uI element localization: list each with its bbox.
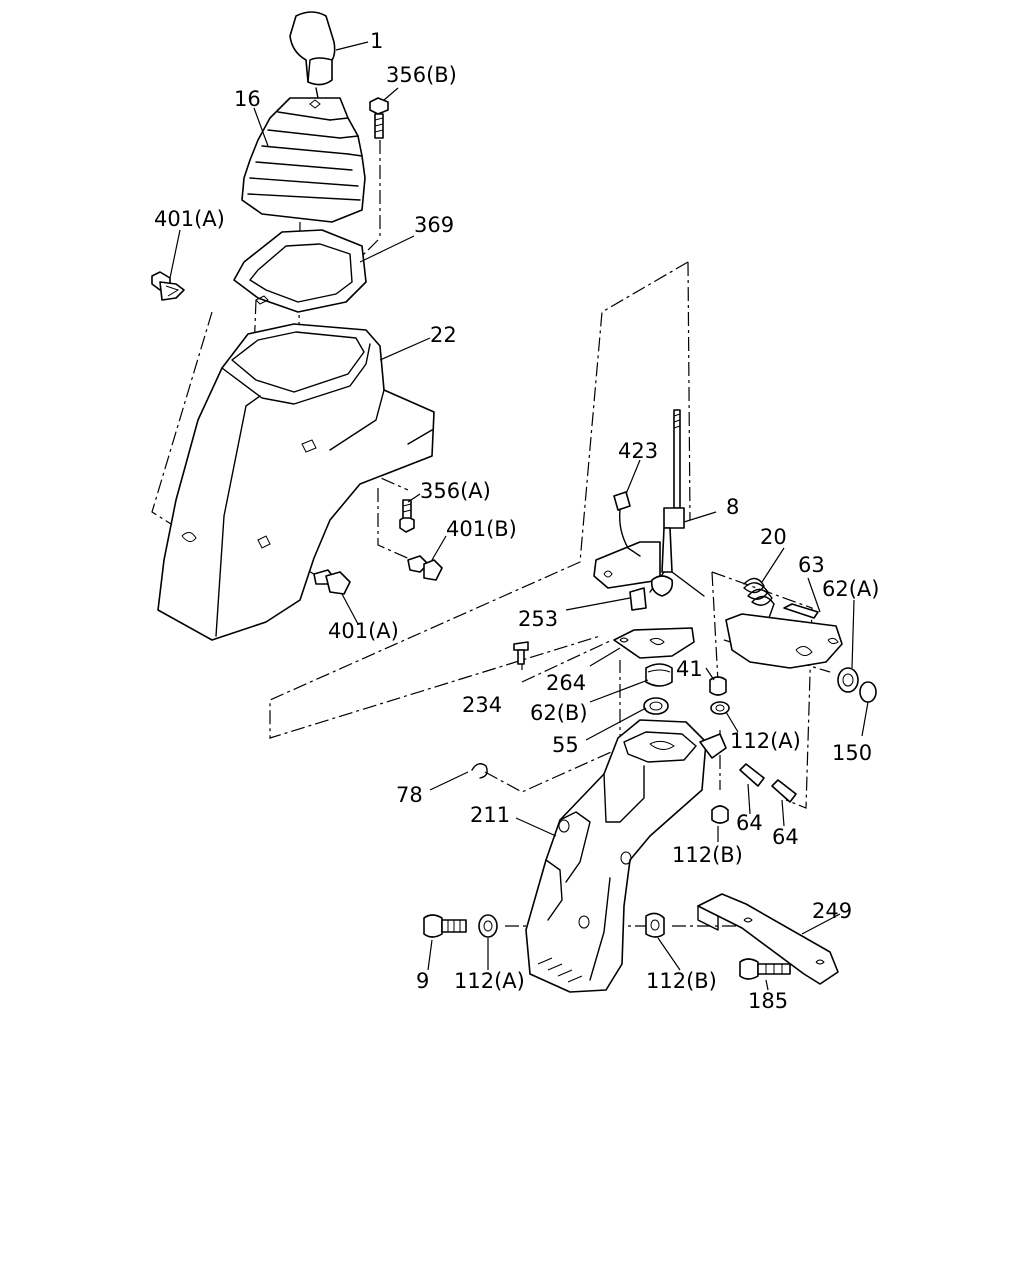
callout-369: 369 bbox=[414, 213, 454, 237]
callout-401a-bottom: 401(A) bbox=[328, 619, 399, 643]
callout-20: 20 bbox=[760, 525, 787, 549]
washer-112a-right bbox=[710, 701, 730, 715]
boot-retainer-ring bbox=[233, 229, 367, 313]
callout-8: 8 bbox=[726, 495, 739, 519]
center-console bbox=[157, 323, 435, 641]
pin-64-left bbox=[739, 763, 765, 787]
shift-knob bbox=[289, 11, 336, 99]
callout-264: 264 bbox=[546, 671, 586, 695]
callout-356a: 356(A) bbox=[420, 479, 491, 503]
bolt-185 bbox=[739, 958, 791, 980]
callout-112b-bottom: 112(B) bbox=[646, 969, 717, 993]
bolt-9 bbox=[423, 914, 467, 938]
callout-401b: 401(B) bbox=[446, 517, 517, 541]
shift-lever-boot bbox=[241, 97, 366, 223]
select-lever-63 bbox=[725, 603, 843, 669]
callout-78: 78 bbox=[396, 783, 423, 807]
callout-356b: 356(B) bbox=[386, 63, 457, 87]
callout-62a: 62(A) bbox=[822, 577, 879, 601]
seal-ring-55 bbox=[643, 697, 669, 715]
callout-423: 423 bbox=[618, 439, 658, 463]
callout-41: 41 bbox=[676, 657, 703, 681]
washer-112a-bottom bbox=[478, 914, 498, 938]
clip-401b bbox=[407, 555, 443, 581]
callout-234: 234 bbox=[462, 693, 502, 717]
callout-150: 150 bbox=[832, 741, 872, 765]
clip-401a-top bbox=[151, 271, 185, 301]
callout-9: 9 bbox=[416, 969, 429, 993]
callout-62b: 62(B) bbox=[530, 701, 588, 725]
screw-234 bbox=[513, 641, 529, 665]
bushing-41 bbox=[709, 676, 727, 696]
callout-211: 211 bbox=[470, 803, 510, 827]
plate-264 bbox=[613, 627, 695, 659]
callout-112b-right: 112(B) bbox=[672, 843, 743, 867]
callout-112a-bottom: 112(A) bbox=[454, 969, 525, 993]
callout-112a-right: 112(A) bbox=[730, 729, 801, 753]
retainer-clip-78 bbox=[471, 763, 488, 779]
grommet-62b bbox=[645, 663, 673, 687]
callout-253: 253 bbox=[518, 607, 558, 631]
callout-185: 185 bbox=[748, 989, 788, 1013]
bolt-356a bbox=[399, 499, 415, 533]
callout-labels: 1 356(B) 16 401(A) 369 22 356(A) 401(B) … bbox=[154, 29, 879, 1013]
callout-249: 249 bbox=[812, 899, 852, 923]
callout-64-left: 64 bbox=[736, 811, 763, 835]
callout-55: 55 bbox=[552, 733, 579, 757]
leader-lines bbox=[169, 41, 869, 991]
nut-112b-right bbox=[711, 805, 729, 824]
callout-64-right: 64 bbox=[772, 825, 799, 849]
bushing-253 bbox=[629, 587, 647, 611]
callout-16: 16 bbox=[234, 87, 261, 111]
bolt-356b bbox=[369, 97, 389, 139]
clip-401a-bottom bbox=[313, 569, 351, 595]
callout-63: 63 bbox=[798, 553, 825, 577]
bushing-150 bbox=[859, 681, 877, 703]
callout-401a-top: 401(A) bbox=[154, 207, 225, 231]
callout-1: 1 bbox=[370, 29, 383, 53]
callout-22: 22 bbox=[430, 323, 457, 347]
grommet-62a bbox=[837, 667, 859, 693]
pin-64-right bbox=[771, 779, 797, 803]
cable-clip-423 bbox=[613, 491, 641, 557]
nut-112b-bottom bbox=[645, 912, 665, 938]
bracket-249 bbox=[697, 893, 839, 985]
shift-lever bbox=[593, 409, 705, 597]
lever-base-bracket bbox=[525, 719, 727, 993]
